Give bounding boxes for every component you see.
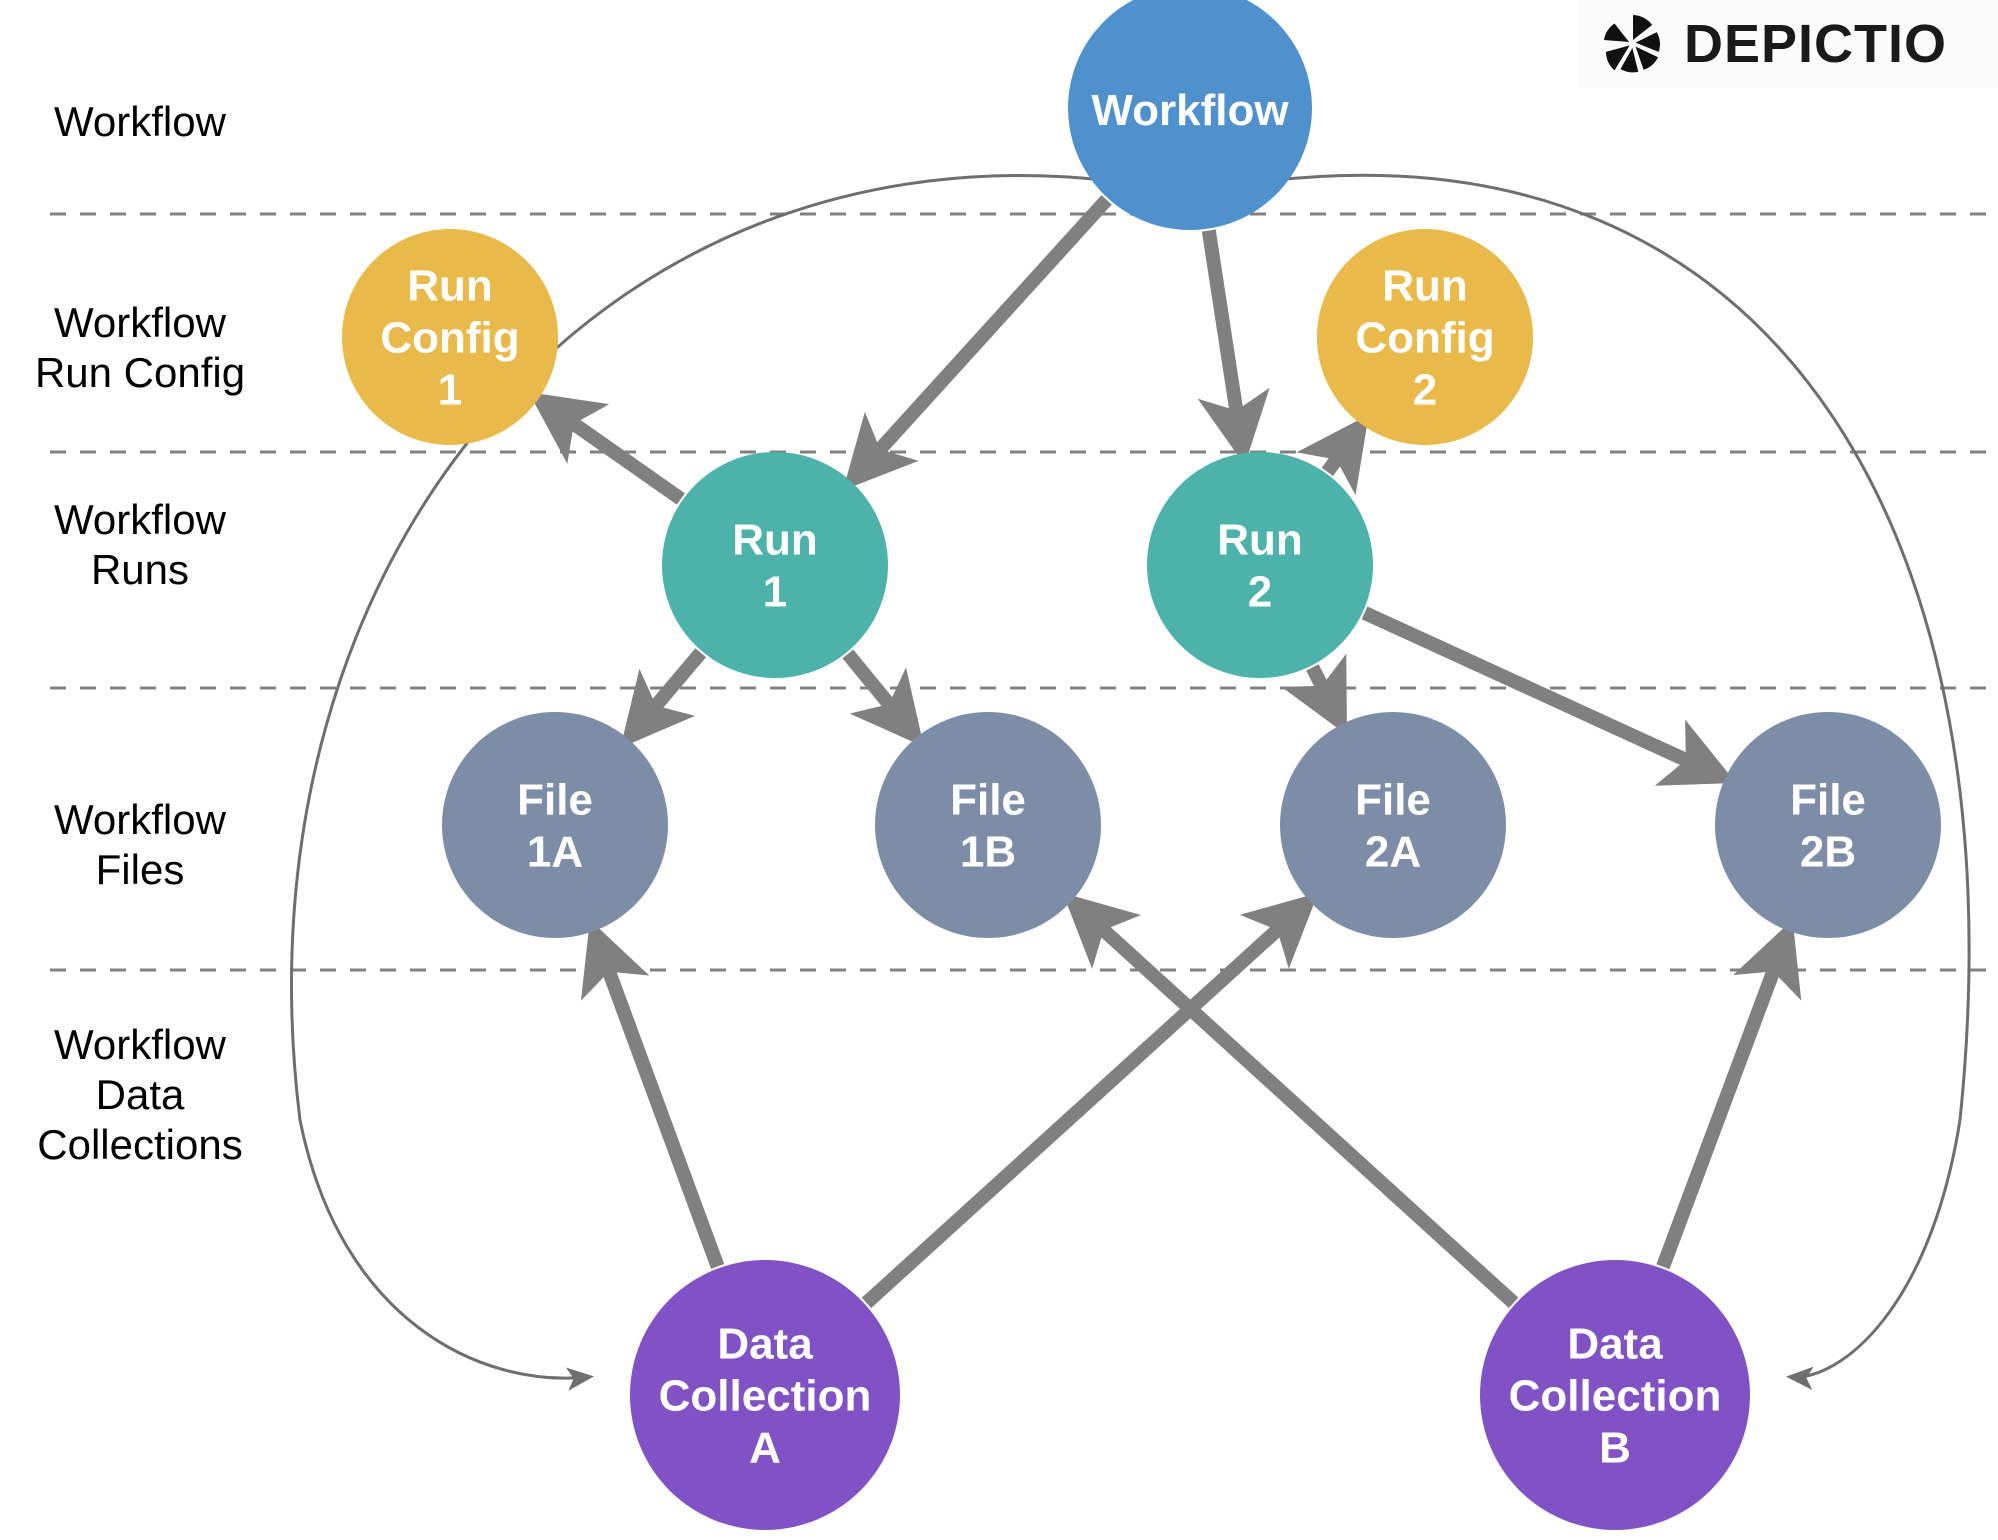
edge-dca-to-file1a [580, 919, 725, 1269]
edge-workflow-to-run2 [1197, 229, 1270, 466]
edges-layer [528, 195, 1802, 1309]
node-circle-run1[interactable] [662, 452, 888, 678]
node-circle-file1b[interactable] [875, 712, 1101, 938]
tier-separator-lines [50, 212, 1998, 972]
node-circle-file1a[interactable] [442, 712, 668, 938]
edge-run2-to-runcfg2 [1296, 414, 1369, 496]
edge-dca-to-file2a [861, 892, 1319, 1309]
edge-dcb-to-file2b [1656, 919, 1802, 1270]
node-circle-runcfg1[interactable] [342, 229, 558, 445]
edge-dcb-to-file1b [1062, 892, 1519, 1309]
workflow-to-data-collection-arcs [290, 173, 1971, 1391]
edge-workflow-to-dca [290, 174, 1115, 1391]
node-circle-runcfg2[interactable] [1317, 229, 1533, 445]
node-circle-dcb[interactable] [1480, 1260, 1750, 1530]
edge-run1-to-runcfg1 [528, 392, 685, 505]
pinwheel-icon [1603, 14, 1660, 73]
edge-run1-to-file1a [620, 648, 707, 748]
node-circle-workflow[interactable] [1068, 0, 1312, 230]
edge-run2-to-file2a [1281, 653, 1348, 736]
depictio-logo: DEPICTIO [1578, 0, 1998, 88]
node-label-workflow: Workflow [1091, 86, 1289, 135]
edge-run2-to-file2b [1361, 606, 1737, 786]
node-circle-file2a[interactable] [1280, 712, 1506, 938]
node-workflow[interactable]: Workflow [1068, 0, 1312, 230]
edge-workflow-to-dcb [1265, 173, 1971, 1390]
brand-name: DEPICTIO [1684, 14, 1948, 74]
node-circle-dca[interactable] [630, 1260, 900, 1530]
edge-run1-to-file1b [842, 649, 924, 747]
edge-workflow-to-run1 [842, 195, 1112, 491]
tier-label-workflow: Workflow [54, 98, 227, 145]
node-circle-run2[interactable] [1147, 452, 1373, 678]
node-circle-file2b[interactable] [1715, 712, 1941, 938]
